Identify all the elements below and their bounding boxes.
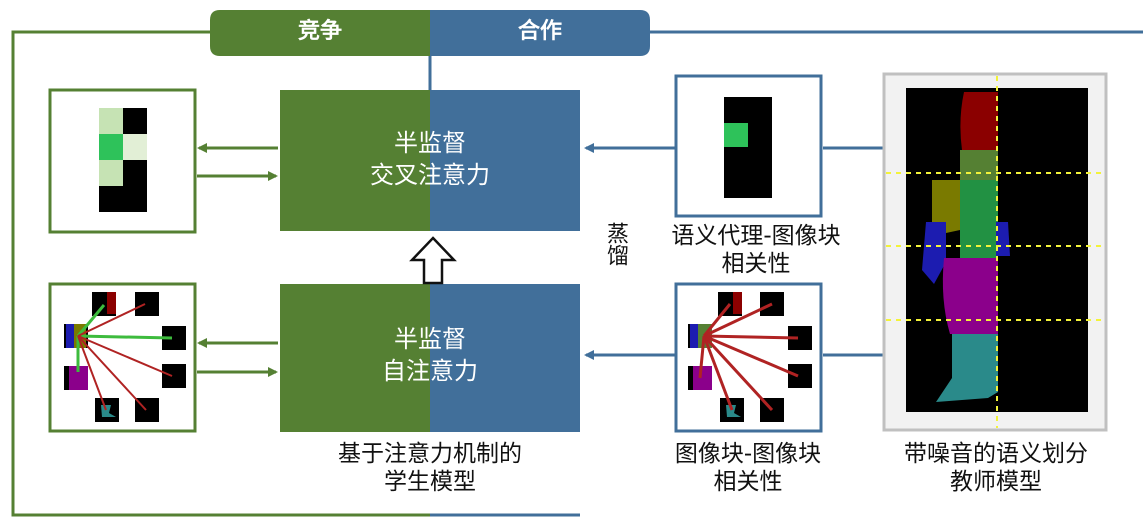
cross-attention-line1: 半监督 <box>394 129 466 157</box>
compete-loop-line <box>11 30 430 517</box>
proxy-patch-caption-line2: 相关性 <box>721 251 791 277</box>
teacher-caption-line2: 教师模型 <box>950 469 1042 495</box>
self-attention-title: 半监督 自注意力 <box>280 323 580 387</box>
teacher-segmentation-map <box>886 76 1104 428</box>
cross-attention-box-blue <box>430 90 580 231</box>
compete-tab <box>210 10 430 56</box>
up-arrow <box>409 236 457 285</box>
proxy-patch-map <box>724 97 772 198</box>
teacher-caption-line1: 带噪音的语义划分 <box>904 441 1088 467</box>
teacher-caption: 带噪音的语义划分 教师模型 <box>870 440 1122 496</box>
cooperate-tab-label: 合作 <box>517 19 562 44</box>
compete-tab-label: 竞争 <box>297 19 342 44</box>
cross-attention-map <box>99 108 147 212</box>
cross-attention-line2: 交叉注意力 <box>370 161 490 189</box>
self-attention-map-panel <box>48 282 197 433</box>
patch-patch-caption-line1: 图像块-图像块 <box>674 441 822 467</box>
patch-patch-map <box>688 292 812 422</box>
proxy-patch-caption-line1: 语义代理-图像块 <box>671 223 841 249</box>
self-attention-box-blue <box>430 284 580 432</box>
student-caption-line1: 基于注意力机制的 <box>338 441 522 467</box>
self-attention-map <box>64 292 186 422</box>
patch-patch-caption: 图像块-图像块 相关性 <box>636 440 860 496</box>
self-attention-line1: 半监督 <box>394 325 466 353</box>
proxy-patch-caption: 语义代理-图像块 相关性 <box>636 222 876 278</box>
self-attention-box-green <box>280 284 430 432</box>
patch-patch-caption-line2: 相关性 <box>713 469 783 495</box>
cross-attention-title: 半监督 交叉注意力 <box>280 127 580 191</box>
patch-patch-panel <box>674 282 823 433</box>
self-attention-line2: 自注意力 <box>382 357 478 385</box>
cooperate-tab <box>430 10 650 56</box>
student-caption-line2: 学生模型 <box>384 469 476 495</box>
distill-label: 蒸馏 <box>603 222 628 266</box>
student-caption: 基于注意力机制的 学生模型 <box>280 440 580 496</box>
cross-attention-box-green <box>280 90 430 231</box>
